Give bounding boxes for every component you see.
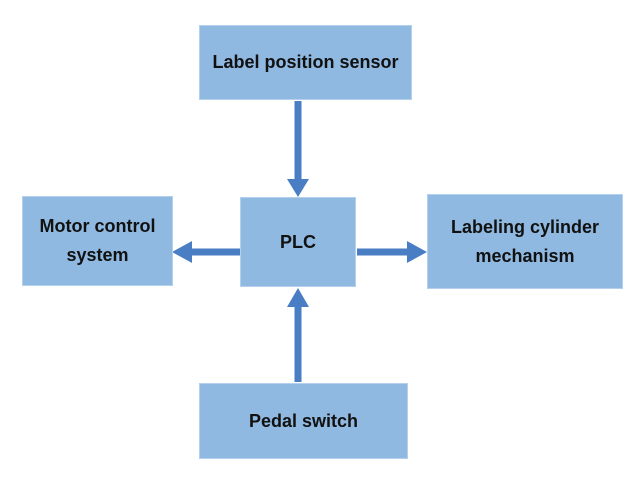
node-label: Pedal switch: [248, 410, 359, 431]
arrow-pedal-to-plc: [287, 288, 309, 382]
arrow-plc-to-cylinder: [357, 241, 427, 263]
node-label: Label position sensor: [212, 52, 399, 73]
arrow-sensor-to-plc: [287, 101, 309, 197]
node-plc: PLC: [240, 197, 356, 287]
node-labeling-cylinder-mechanism: Labeling cylinder mechanism: [427, 194, 623, 289]
arrow-plc-to-motor: [172, 241, 240, 263]
node-label-position-sensor: Label position sensor: [199, 25, 412, 100]
node-label: Labeling cylinder mechanism: [450, 216, 600, 266]
node-pedal-switch: Pedal switch: [199, 383, 408, 459]
node-label: PLC: [280, 231, 316, 252]
node-label: Motor control system: [39, 216, 156, 265]
node-motor-control-system: Motor control system: [22, 196, 173, 286]
